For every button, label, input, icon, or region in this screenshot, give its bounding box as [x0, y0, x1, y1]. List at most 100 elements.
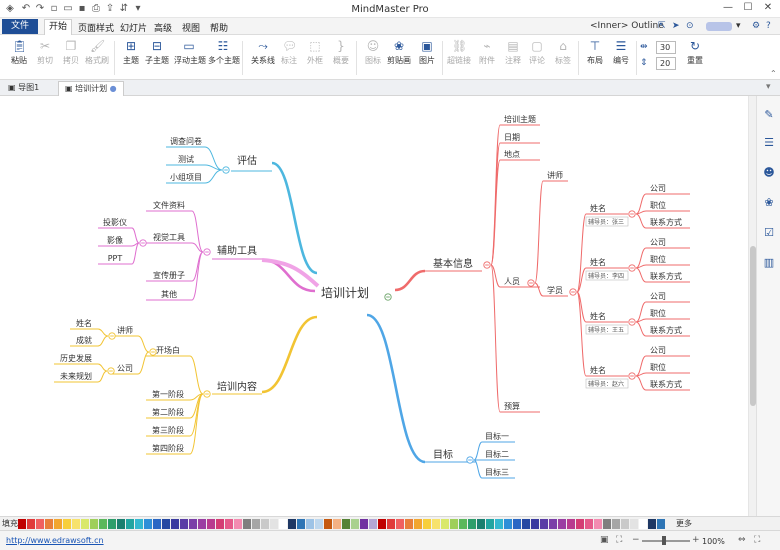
color-swatch[interactable] [72, 519, 80, 529]
color-swatch[interactable] [198, 519, 206, 529]
menu-file[interactable]: 文件 [2, 19, 38, 34]
topic-公司[interactable]: 公司 [650, 346, 666, 355]
color-swatch[interactable] [414, 519, 422, 529]
export-icon[interactable]: ⇪ [105, 3, 115, 14]
topic-目标[interactable]: 目标 [433, 449, 453, 461]
tutor-label-box[interactable] [585, 324, 629, 335]
color-swatch[interactable] [36, 519, 44, 529]
color-swatch[interactable] [522, 519, 530, 529]
color-swatch[interactable] [369, 519, 377, 529]
topic-投影仪[interactable]: 投影仪 [103, 217, 127, 227]
color-swatch[interactable] [99, 519, 107, 529]
topic-评估[interactable]: 评估 [237, 154, 257, 167]
color-swatch[interactable] [513, 519, 521, 529]
color-swatch[interactable] [144, 519, 152, 529]
color-swatch[interactable] [333, 519, 341, 529]
topic-小组项目[interactable]: 小组项目 [170, 172, 202, 182]
vertical-scrollbar[interactable] [748, 96, 756, 516]
color-swatch[interactable] [432, 519, 440, 529]
color-swatch[interactable] [459, 519, 467, 529]
central-topic[interactable]: 培训计划 [321, 285, 369, 300]
topic-日期[interactable]: 日期 [504, 133, 520, 142]
topic-职位[interactable]: 职位 [650, 254, 666, 264]
new-icon[interactable]: ▫ [50, 3, 58, 14]
fit-width-icon[interactable]: ⇔ [738, 535, 746, 545]
task-panel-icon[interactable]: ☑ [764, 226, 774, 239]
color-swatch[interactable] [405, 519, 413, 529]
color-swatch[interactable] [657, 519, 665, 529]
color-swatch[interactable] [54, 519, 62, 529]
zoom-in-button[interactable]: + [692, 535, 700, 545]
color-swatch[interactable] [342, 519, 350, 529]
topic-文件资料[interactable]: 文件资料 [153, 200, 185, 210]
topic-历史发展[interactable]: 历史发展 [60, 353, 92, 363]
topic-公司[interactable]: 公司 [650, 238, 666, 247]
relationship-button[interactable]: ⤳关系线 [251, 39, 275, 65]
topic-影像[interactable]: 影像 [107, 235, 123, 245]
color-swatch[interactable] [126, 519, 134, 529]
more-colors-button[interactable]: 更多 [673, 518, 695, 529]
color-swatch[interactable] [27, 519, 35, 529]
website-link[interactable]: http://www.edrawsoft.cn [6, 536, 104, 545]
topic-职位[interactable]: 职位 [650, 308, 666, 318]
color-swatch[interactable] [648, 519, 656, 529]
color-swatch[interactable] [486, 519, 494, 529]
color-swatch[interactable] [270, 519, 278, 529]
color-swatch[interactable] [549, 519, 557, 529]
color-swatch[interactable] [63, 519, 71, 529]
account-dropdown-icon[interactable]: ▾ [736, 21, 741, 31]
topic-辅导员：王五[interactable]: 辅导员：王五 [588, 326, 624, 334]
topic-联系方式[interactable]: 联系方式 [650, 379, 682, 389]
close-button[interactable]: ✕ [763, 2, 773, 13]
open-icon[interactable]: ▭ [63, 3, 73, 14]
color-swatch[interactable] [540, 519, 548, 529]
topic-人员[interactable]: 人员 [504, 277, 520, 286]
topic-其他[interactable]: 其他 [161, 289, 177, 299]
topic-目标三[interactable]: 目标三 [485, 467, 509, 477]
color-swatch[interactable] [396, 519, 404, 529]
multiple-topics-button[interactable]: ☷多个主题 [208, 39, 240, 65]
pin-icon[interactable]: ⊙ [686, 21, 694, 31]
color-swatch[interactable] [171, 519, 179, 529]
topic-姓名[interactable]: 姓名 [590, 257, 606, 267]
color-swatch[interactable] [189, 519, 197, 529]
comment-button[interactable]: ▢评论 [529, 39, 545, 65]
floating-topic-button[interactable]: ▭浮动主题 [174, 39, 206, 65]
menu-advanced[interactable]: 高级 [154, 24, 173, 34]
zoom-slider[interactable] [642, 540, 690, 542]
color-swatch[interactable] [387, 519, 395, 529]
horizontal-spacing-input[interactable]: 30 [656, 41, 676, 54]
topic-开场白[interactable]: 开场白 [156, 345, 180, 355]
color-swatch[interactable] [324, 519, 332, 529]
menu-page-style[interactable]: 页面样式 [78, 24, 115, 34]
color-swatch[interactable] [612, 519, 620, 529]
zoom-slider-thumb[interactable] [662, 536, 666, 545]
minimize-button[interactable]: — [723, 2, 733, 13]
topic-辅助工具[interactable]: 辅助工具 [217, 244, 257, 257]
color-swatch[interactable] [378, 519, 386, 529]
color-swatch[interactable] [180, 519, 188, 529]
clipart-button[interactable]: ❀剪贴画 [387, 39, 411, 65]
color-swatch[interactable] [297, 519, 305, 529]
color-swatch[interactable] [45, 519, 53, 529]
slides-panel-icon[interactable]: ▥ [763, 256, 775, 269]
topic-预算[interactable]: 预算 [504, 401, 520, 411]
topic-联系方式[interactable]: 联系方式 [650, 271, 682, 281]
color-swatch[interactable] [207, 519, 215, 529]
color-swatch[interactable] [81, 519, 89, 529]
topic-培训主题[interactable]: 培训主题 [504, 114, 536, 124]
color-swatch[interactable] [594, 519, 602, 529]
color-swatch[interactable] [468, 519, 476, 529]
note-button[interactable]: ▤注释 [505, 39, 521, 65]
paste-button[interactable]: 📋︎粘贴 [11, 39, 28, 65]
topic-辅导员：赵六[interactable]: 辅导员：赵六 [588, 380, 624, 388]
color-swatch[interactable] [90, 519, 98, 529]
undo-icon[interactable]: ↶ [21, 3, 31, 14]
topic-讲师[interactable]: 讲师 [117, 325, 133, 335]
subtopic-button[interactable]: ⊟子主题 [145, 39, 169, 65]
color-swatch[interactable] [18, 519, 26, 529]
mark-button[interactable]: ☺图标 [365, 39, 381, 65]
topic-辅导员：张三[interactable]: 辅导员：张三 [588, 218, 624, 226]
color-swatch[interactable] [279, 519, 287, 529]
topic-地点[interactable]: 地点 [504, 149, 520, 159]
